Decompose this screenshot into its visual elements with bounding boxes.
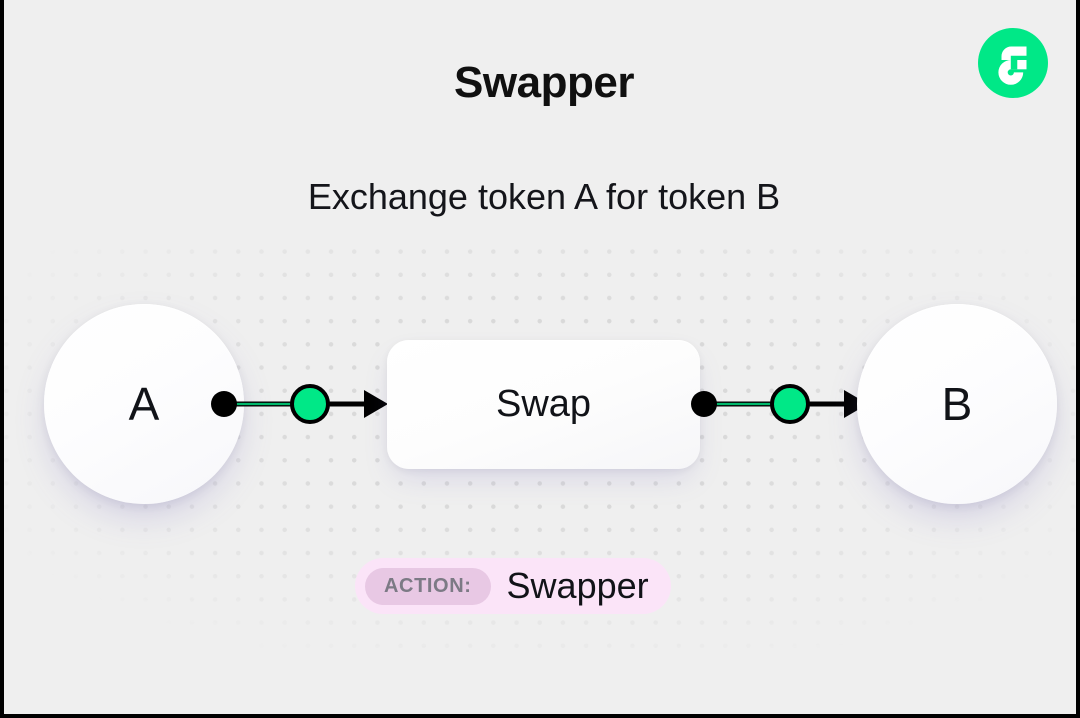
- page-subtitle: Exchange token A for token B: [307, 176, 781, 217]
- connector-swap-to-b: [686, 378, 876, 430]
- flow-diagram: A Swap B: [4, 296, 1076, 512]
- token-node-a[interactable]: A: [44, 304, 244, 504]
- action-badge-value: Swapper: [506, 565, 649, 606]
- connector-a-to-swap: [206, 378, 396, 430]
- flow-logo-icon: [978, 28, 1048, 98]
- process-node-swap-label: Swap: [495, 383, 592, 425]
- process-node-swap[interactable]: Swap: [387, 340, 700, 469]
- action-badge-key: ACTION:: [365, 567, 491, 605]
- action-badge: ACTION: Swapper: [355, 558, 671, 614]
- token-node-a-label: A: [128, 378, 160, 430]
- page-title: Swapper: [454, 58, 634, 107]
- token-node-b[interactable]: B: [857, 304, 1057, 504]
- token-node-b-label: B: [941, 378, 973, 430]
